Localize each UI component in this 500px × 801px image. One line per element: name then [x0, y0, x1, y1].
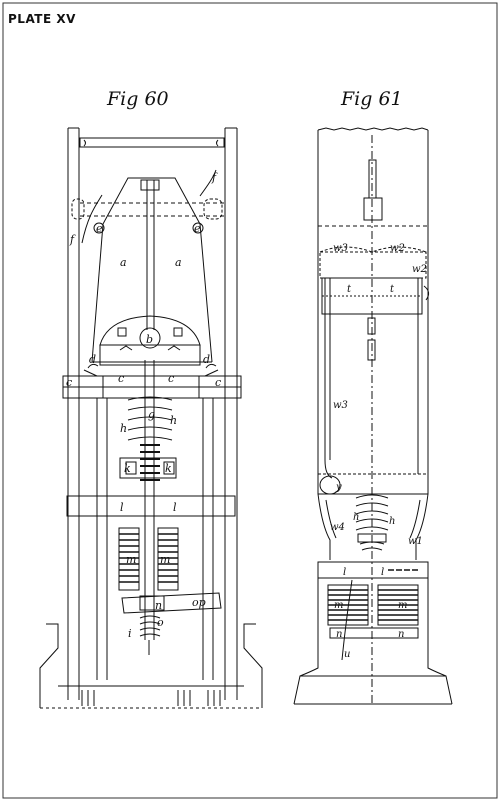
fig60-label-k: k	[124, 462, 131, 475]
fig60-label-m: m	[126, 553, 136, 566]
plate-title: PLATE XV	[8, 12, 76, 26]
fig60-label-a: a	[120, 256, 127, 269]
fig61-label-y: y	[335, 482, 342, 493]
fig60-label-d2: d	[203, 353, 210, 366]
fig60-label-k2: k	[165, 462, 172, 475]
fig61-label-l2: l	[381, 567, 384, 578]
fig61-label-t: t	[347, 284, 352, 295]
fig61-title: Fig 61	[341, 88, 403, 110]
fig60-label-c2: c	[118, 372, 124, 385]
fig61-label-m2: m	[398, 600, 407, 611]
fig60-label-op: op	[192, 596, 206, 609]
fig60-label-i: i	[128, 627, 132, 640]
fig61-label-l: l	[343, 567, 346, 578]
fig60-label-e2: e	[194, 222, 201, 235]
fig61-label-t2: t	[390, 284, 395, 295]
fig61-label-n: n	[336, 629, 342, 640]
fig60-label-f2: f	[69, 233, 76, 246]
fig60-label-m2: m	[160, 553, 170, 566]
fig61-label-h2: h	[389, 516, 395, 527]
fig61-label-w2: w2	[390, 243, 405, 254]
fig61-label-m: m	[334, 600, 343, 611]
fig61-label-w3-lower: w3	[333, 400, 348, 411]
fig60-label-a2: a	[175, 256, 182, 269]
fig60-label-c3: c	[168, 372, 174, 385]
fig61-label-h: h	[353, 512, 359, 523]
fig60-title: Fig 60	[107, 88, 169, 110]
fig61-label-w3: w3	[333, 243, 348, 254]
fig60-label-c: c	[66, 376, 72, 389]
fig60-label-d: d	[89, 353, 96, 366]
fig60-label-l: l	[120, 501, 124, 514]
fig60-label-g: g	[148, 408, 155, 421]
fig61-label-w4: w4	[330, 522, 345, 533]
fig61-label-w2-side: w2	[412, 264, 427, 275]
fig60-label-b: b	[146, 333, 153, 346]
fig60-label-f: f	[211, 171, 218, 184]
fig60-label-c4: c	[215, 376, 221, 389]
fig60-label-l2: l	[173, 501, 177, 514]
fig61-drawing	[293, 127, 453, 705]
fig60-label-e: e	[96, 222, 103, 235]
fig60-label-n: n	[155, 599, 162, 612]
fig61-label-w1: w1	[408, 536, 423, 547]
fig60-drawing	[39, 127, 263, 709]
fig60-label-h: h	[120, 422, 127, 435]
fig61-label-n2: n	[398, 629, 404, 640]
fig60-label-o: o	[157, 616, 164, 629]
fig61-label-u: u	[344, 649, 350, 660]
fig60-label-h2: h	[170, 414, 177, 427]
